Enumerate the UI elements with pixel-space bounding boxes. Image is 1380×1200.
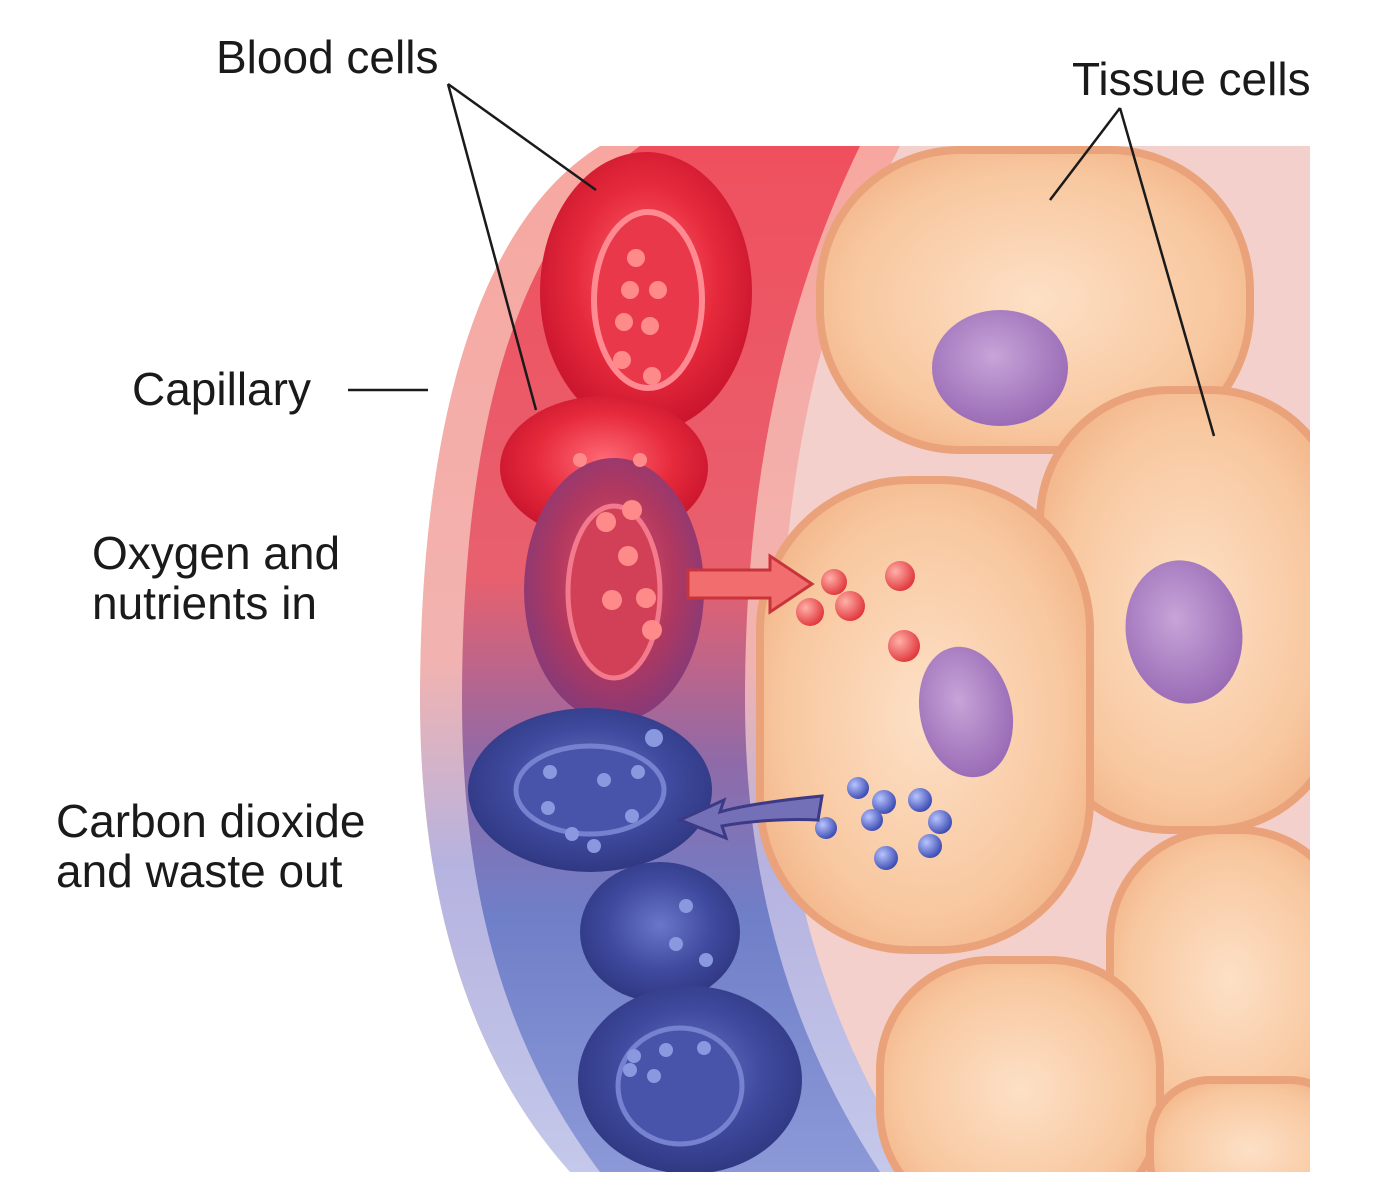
tissue-cells-label: Tissue cells <box>1072 53 1311 105</box>
cell-nucleus <box>918 646 1014 778</box>
tissue-cell <box>876 956 1164 1172</box>
blood-cell <box>524 458 704 722</box>
oxygen-nutrient-particles <box>796 561 920 662</box>
blood-cells-label: Blood cells <box>216 31 439 83</box>
co2-label-line1: Carbon dioxide <box>56 795 366 847</box>
oxygen-label-line2: nutrients in <box>92 577 318 629</box>
oxygen-label-line1: Oxygen and <box>92 527 341 579</box>
tissue-cell <box>816 146 1254 454</box>
oxygen-in-arrow <box>686 553 815 615</box>
cell-nucleus <box>932 310 1068 426</box>
co2-label-line2: and waste out <box>56 845 343 897</box>
carbon-dioxide-waste-particles <box>815 777 952 870</box>
carbon-dioxide-waste-label: Carbon dioxide and waste out <box>56 796 365 896</box>
tissue-cell <box>1036 386 1310 834</box>
tissue-cell <box>756 476 1094 954</box>
tissue-cell <box>1146 1076 1310 1172</box>
leader-lines <box>348 82 1216 437</box>
blood-cell <box>540 152 752 432</box>
blood-cell <box>578 986 802 1172</box>
cell-nucleus <box>1125 560 1243 704</box>
tissue-region <box>420 146 1310 1172</box>
waste-out-arrow <box>676 794 824 841</box>
capillary-label: Capillary <box>132 363 311 415</box>
blood-cell <box>580 862 740 1002</box>
oxygen-particles-in-blood <box>573 249 667 640</box>
oxygen-nutrients-label: Oxygen and nutrients in <box>92 528 340 628</box>
carbon-dioxide-particles-in-blood <box>541 729 713 1083</box>
